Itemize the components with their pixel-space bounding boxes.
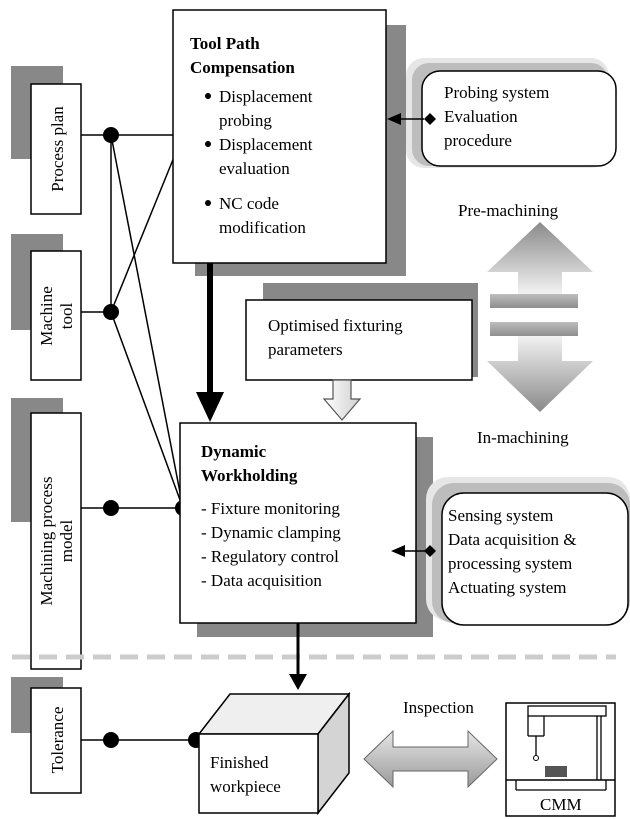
workholding-item-3: - Regulatory control xyxy=(201,547,339,566)
machine-tool-label-line2: tool xyxy=(57,303,76,330)
arrowhead-icon xyxy=(289,674,307,690)
tolerance-box: Tolerance xyxy=(11,677,82,794)
tpc-item-1-line2: probing xyxy=(219,111,272,130)
machining-process-model-label-line2: model xyxy=(57,519,76,562)
arrowhead-icon xyxy=(391,545,405,557)
cmm-machine-icon: CMM xyxy=(505,702,616,817)
connector-node xyxy=(103,500,119,516)
sensing-line2: Data acquisition & xyxy=(448,530,576,549)
sensing-line3: processing system xyxy=(448,554,572,573)
sensing-line1: Sensing system xyxy=(448,506,553,525)
phase-arrows xyxy=(487,222,593,412)
tool-path-title-line2: Compensation xyxy=(190,58,295,77)
probing-line2: Evaluation xyxy=(444,107,518,126)
tool-path-title-line1: Tool Path xyxy=(190,34,260,53)
connector-node xyxy=(103,732,119,748)
workholding-to-workpiece-arrow xyxy=(289,623,307,690)
process-plan-label: Process plan xyxy=(48,106,67,192)
probing-link-arrow xyxy=(387,113,436,125)
fixturing-line1: Optimised fixturing xyxy=(268,316,403,335)
phase-divider-lower xyxy=(490,322,578,336)
bullet-icon xyxy=(205,141,211,147)
probing-system-box: Probing system Evaluation procedure xyxy=(406,58,617,168)
diamond-icon xyxy=(424,113,436,125)
arrowhead-icon xyxy=(387,113,401,125)
in-machining-label: In-machining xyxy=(477,428,569,447)
up-arrow-icon xyxy=(487,222,593,294)
tpc-item-1-line1: Displacement xyxy=(219,87,313,106)
connector-line xyxy=(110,134,184,313)
connector-line xyxy=(110,134,184,509)
process-plan-box: Process plan xyxy=(11,66,82,215)
connector-nodes xyxy=(103,127,204,748)
tpc-item-3-line2: modification xyxy=(219,218,306,237)
sensing-line4: Actuating system xyxy=(448,578,567,597)
workholding-item-2: - Dynamic clamping xyxy=(201,523,341,542)
machining-process-model-box: Machining process model xyxy=(11,398,82,670)
machine-tool-label-line1: Machine xyxy=(37,286,56,345)
tolerance-label: Tolerance xyxy=(48,707,67,774)
pre-machining-label: Pre-machining xyxy=(458,201,559,220)
connector-lines xyxy=(81,134,196,741)
sensing-link-arrow xyxy=(391,545,436,557)
tpc-item-2-line1: Displacement xyxy=(219,135,313,154)
finished-workpiece-block: Finished workpiece xyxy=(197,691,351,816)
workholding-title-line2: Workholding xyxy=(201,466,298,485)
sensing-system-box: Sensing system Data acquisition & proces… xyxy=(426,477,630,626)
machine-tool-box: Machine tool xyxy=(11,234,82,381)
tpc-to-workholding-arrow xyxy=(196,263,224,422)
workpiece-label-line2: workpiece xyxy=(210,777,281,796)
connector-node xyxy=(103,304,119,320)
probing-line1: Probing system xyxy=(444,83,549,102)
down-arrow-icon xyxy=(487,336,593,412)
workpiece-front-face xyxy=(198,733,319,814)
fixturing-arrow-icon xyxy=(322,379,362,421)
phase-divider-upper xyxy=(490,294,578,308)
diamond-icon xyxy=(424,545,436,557)
bullet-icon xyxy=(205,200,211,206)
cmm-label: CMM xyxy=(540,795,582,814)
connector-line xyxy=(110,311,184,509)
machining-process-model-label-line1: Machining process xyxy=(37,477,56,606)
tool-path-compensation-box: Tool Path Compensation Displacement prob… xyxy=(172,9,406,276)
optimised-fixturing-box: Optimised fixturing parameters xyxy=(245,283,478,381)
workpiece-label-line1: Finished xyxy=(210,753,269,772)
bullet-icon xyxy=(205,93,211,99)
dynamic-workholding-box: Dynamic Workholding - Fixture monitoring… xyxy=(179,422,433,637)
workholding-item-4: - Data acquisition xyxy=(201,571,322,590)
workholding-item-1: - Fixture monitoring xyxy=(201,499,340,518)
workholding-title-line1: Dynamic xyxy=(201,442,267,461)
probing-line3: procedure xyxy=(444,131,512,150)
arrowhead-icon xyxy=(196,392,224,422)
inspection-double-arrow-icon xyxy=(363,729,498,789)
inspection-label: Inspection xyxy=(403,698,474,717)
tpc-item-3-line1: NC code xyxy=(219,194,279,213)
connector-node xyxy=(103,127,119,143)
tpc-item-2-line2: evaluation xyxy=(219,159,290,178)
fixturing-line2: parameters xyxy=(268,340,343,359)
